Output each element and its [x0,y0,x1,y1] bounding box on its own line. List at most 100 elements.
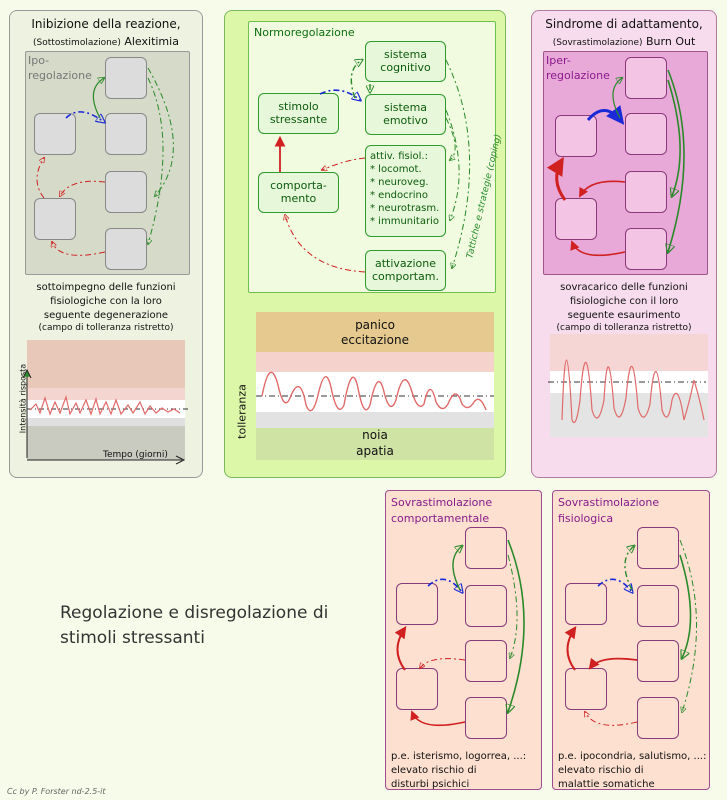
left-region-label-2: regolazione [28,69,92,82]
right-box-cognitivo [625,57,667,99]
bl-caption-2: elevato rischio di [391,765,477,776]
left-title-2: (Sottostimolazione) Alexitimia [9,35,203,50]
bl-box-cognitivo [465,527,507,569]
node-attivazione-comportam: attivazione comportam. [365,250,446,291]
right-region-label-1: Iper- [546,54,571,67]
node-comportamento: comporta- mento [258,172,339,213]
center-band-bottom-2: apatia [356,444,394,458]
center-arrow-red-3 [285,215,366,273]
right-title-2b: Burn Out [646,35,696,48]
bl-box-comport [396,668,438,710]
left-box-attiv [105,228,147,270]
bl-box-emotivo [465,585,507,627]
left-title-2a: (Sottostimolazione) [33,38,121,48]
left-box-emotivo [105,113,147,155]
main-title-1: Regolazione e disregolazione di [60,603,329,623]
center-arrow-green-1 [350,60,362,99]
left-title-1: Inibizione della reazione, [31,17,181,31]
left-axis-x: Tempo (giorni) [103,450,168,460]
center-band-top [256,312,494,352]
bl-arrow-green-1 [452,546,462,591]
bl-arrow-red-3 [410,710,466,727]
left-desc-3: seguente degenerazione [43,310,169,321]
right-arrow-red-1 [579,180,626,198]
left-arrow-red-1 [60,180,106,196]
node-attiv-line1: attivazione [375,257,436,270]
node-fisiol-title: attiv. fisiol.: [370,151,428,162]
bl-box-stimolo [396,583,438,625]
br-box-stimolo [565,583,607,625]
right-arrow-green-1 [612,78,622,119]
center-arrow-green-5 [445,117,455,160]
right-arrow-blue [586,105,625,125]
center-band-top-1: panico [355,318,395,332]
bl-box-attiv [465,697,507,739]
left-graph-x-arrowhead [175,455,186,465]
br-arrow-blue [597,578,632,592]
center-graph-wave [261,371,487,412]
panel-sovr-fisiologica [552,490,710,790]
br-arrow-green-1 [624,546,634,591]
left-band-low [27,426,185,460]
br-title-1: Sovrastimolazione [558,496,660,509]
left-band-grey [27,418,185,426]
right-desc-3: seguente esaurimento [567,310,681,321]
node-stimolo-line2: stressante [269,113,328,126]
bl-title-1: Sovrastimolazione [391,496,493,509]
br-arrow-red-2 [564,626,577,671]
right-box-comport [555,198,597,240]
right-desc-1: sovracarico delle funzioni [560,282,688,293]
node-fisiol-item-1: * locomot. [370,164,422,175]
center-band-bottom-1: noia [362,428,388,442]
left-graph-wave [29,394,181,416]
right-desc-4: (campo di tolleranza ristretto) [556,323,692,333]
node-cognitivo-line1: sistema [383,48,428,61]
bl-arrow-red-1 [420,658,466,668]
right-desc-2: fisiologiche con il loro [569,296,679,307]
bl-arrow-green-2 [508,539,525,712]
right-title-2: (Sovrastimolazione) Burn Out [531,35,717,50]
node-fisiol-item-2: * neuroveg. [370,177,429,188]
right-title-2a: (Sovrastimolazione) [552,38,643,48]
br-caption-2: elevato rischio di [558,765,644,776]
left-box-comport [34,198,76,240]
left-graph-y-arrowhead [22,368,32,379]
left-box-stimolo [34,113,76,155]
br-box-attiv [637,697,679,739]
right-band-grey [550,393,708,437]
left-desc-2: fisiologiche con la loro [50,296,162,307]
bl-caption-3: disturbi psichici [391,779,470,790]
node-sistema-cognitivo: sistema cognitivo [365,41,446,82]
node-emotivo-line2: emotivo [383,114,428,127]
node-emotivo-line1: sistema [383,101,428,114]
br-box-comport [565,668,607,710]
center-title: Normoregolazione [254,26,355,39]
credit: Cc by P. Forster nd-2.5-it [7,787,106,796]
node-fisiol-item-4: * neurotrasm. [370,203,440,214]
br-box-cognitivo [637,527,679,569]
right-box-fisiol [625,171,667,213]
bl-caption-1: p.e. isterismo, logorrea, ...: [391,751,527,762]
br-caption-1: p.e. ipocondria, salutismo, ...: [558,751,707,762]
right-arrow-red-3 [570,240,626,257]
left-arrow-red-2 [36,158,44,199]
node-fisiol-item-5: * immunitario [370,216,439,227]
br-caption-3: malattie somatiche [558,779,655,790]
center-arrow-red-2 [322,157,366,170]
center-band-pink [256,352,494,372]
right-arrow-green-3 [667,79,681,196]
node-comport-line1: comporta- [270,179,327,192]
br-arrow-green-2 [679,539,697,712]
center-band-bottom [256,428,494,460]
right-box-attiv [625,228,667,270]
node-stimolo-line1: stimolo [278,100,319,113]
center-band-white [256,372,494,412]
right-band-pink [550,334,708,371]
br-arrow-green-3 [679,554,692,658]
bl-box-fisiol [465,640,507,682]
right-arrow-green-2 [668,69,685,252]
node-fisiol-item-3: * endocrino [370,190,428,201]
left-arrow-green-2 [148,77,164,244]
right-graph-wave [561,359,705,424]
